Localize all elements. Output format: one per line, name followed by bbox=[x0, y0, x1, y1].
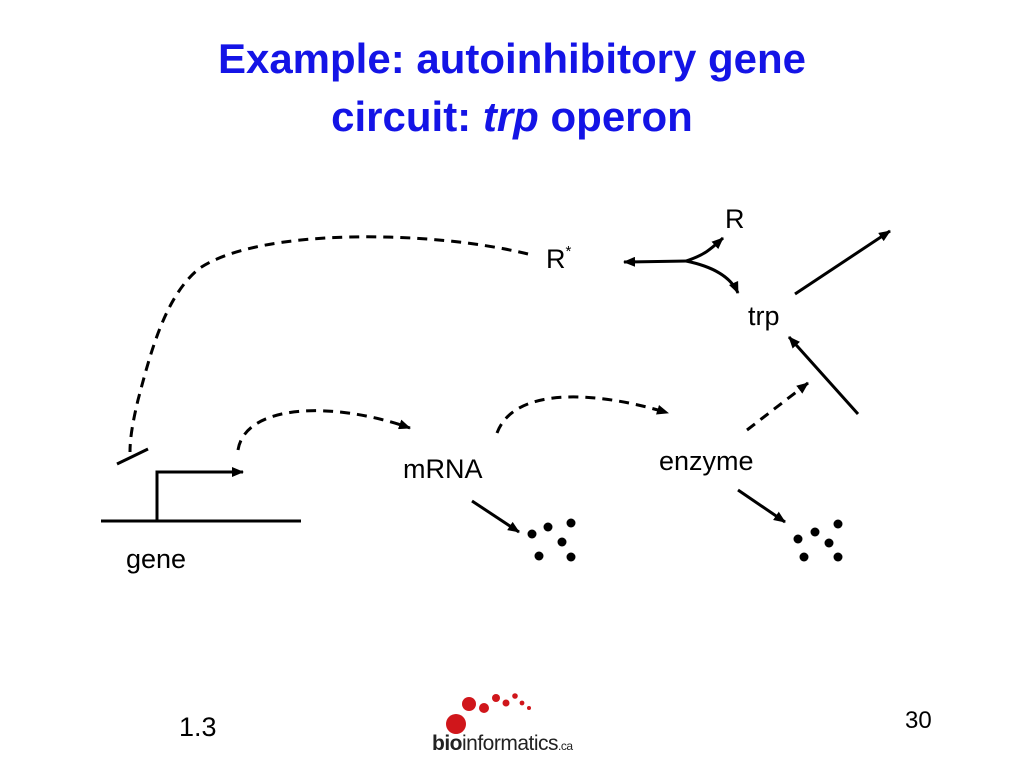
inhibition-bar bbox=[116, 447, 149, 466]
binding-arrow-to-trp bbox=[685, 259, 740, 294]
label-trp: trp bbox=[748, 301, 780, 331]
trp-synthesis-arrow bbox=[787, 335, 860, 416]
translation-dashed-arrow bbox=[495, 395, 669, 434]
bioinformatics-logo-text: bioinformatics.ca bbox=[432, 732, 573, 756]
mrna-degradation-arrow bbox=[471, 499, 520, 534]
enzyme-catalysis-dashed-arrow bbox=[746, 381, 809, 432]
promoter-arrow bbox=[155, 467, 244, 521]
label-r-star: R* bbox=[546, 243, 572, 274]
page-number: 30 bbox=[905, 707, 932, 734]
trp-consumption-arrow bbox=[794, 229, 891, 296]
section-number: 1.3 bbox=[179, 712, 217, 742]
label-r: R bbox=[725, 204, 745, 234]
title-line-2: circuit: trp operon bbox=[0, 88, 1024, 146]
label-gene: gene bbox=[126, 544, 186, 574]
title-line-2-suffix: operon bbox=[538, 93, 693, 140]
enzyme-degradation-dots bbox=[793, 519, 843, 562]
enzyme-degradation-arrow bbox=[737, 488, 786, 524]
slide-title: Example: autoinhibitory gene circuit: tr… bbox=[0, 30, 1024, 146]
bioinformatics-logo-mark bbox=[446, 693, 531, 734]
label-enzyme: enzyme bbox=[659, 446, 754, 476]
title-line-1: Example: autoinhibitory gene bbox=[217, 35, 807, 82]
mrna-degradation-dots bbox=[527, 518, 576, 562]
transcription-dashed-arrow bbox=[236, 409, 411, 451]
logo-bio: bio bbox=[432, 732, 463, 755]
label-mrna: mRNA bbox=[403, 454, 483, 484]
repression-dashed-curve bbox=[128, 235, 529, 453]
binding-arrow-to-r bbox=[685, 236, 725, 263]
binding-arrow-to-r-star bbox=[623, 256, 689, 267]
logo-informatics: informatics bbox=[462, 732, 559, 755]
title-italic-trp: trp bbox=[482, 93, 539, 140]
logo-ca: .ca bbox=[558, 739, 573, 753]
title-line-2-prefix: circuit: bbox=[331, 93, 483, 140]
